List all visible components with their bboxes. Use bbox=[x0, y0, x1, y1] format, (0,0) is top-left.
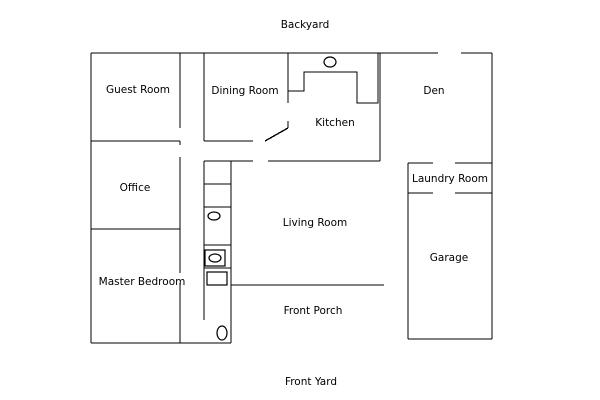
dining-room-walls bbox=[203, 53, 289, 142]
front-porch-label: Front Porch bbox=[284, 305, 343, 317]
labels: Backyard Guest Room Dining Room Kitchen … bbox=[99, 19, 488, 388]
vanity-icon bbox=[206, 271, 228, 286]
laundry-room-label: Laundry Room bbox=[412, 173, 488, 185]
guest-room-label: Guest Room bbox=[106, 84, 170, 96]
kitchen-sink-icon bbox=[323, 56, 337, 68]
backyard-label: Backyard bbox=[281, 19, 330, 31]
dining-kitchen-ledge bbox=[264, 127, 289, 142]
den-label: Den bbox=[423, 85, 444, 97]
toilet-icon bbox=[216, 325, 228, 341]
kitchen-walls bbox=[204, 53, 381, 162]
west-rooms-walls bbox=[91, 53, 181, 343]
kitchen-label: Kitchen bbox=[315, 117, 354, 129]
sink-icon bbox=[207, 211, 221, 221]
master-bedroom-label: Master Bedroom bbox=[99, 276, 186, 288]
garage-walls bbox=[407, 162, 493, 340]
living-room-label: Living Room bbox=[283, 217, 347, 229]
kitchen-counter bbox=[288, 53, 379, 104]
tub-drain-icon bbox=[208, 253, 222, 263]
front-yard-label: Front Yard bbox=[285, 376, 337, 388]
hallway-walls bbox=[203, 161, 384, 343]
office-label: Office bbox=[120, 182, 151, 194]
dining-room-label: Dining Room bbox=[211, 85, 278, 97]
garage-label: Garage bbox=[430, 252, 468, 264]
fixtures bbox=[204, 56, 337, 341]
